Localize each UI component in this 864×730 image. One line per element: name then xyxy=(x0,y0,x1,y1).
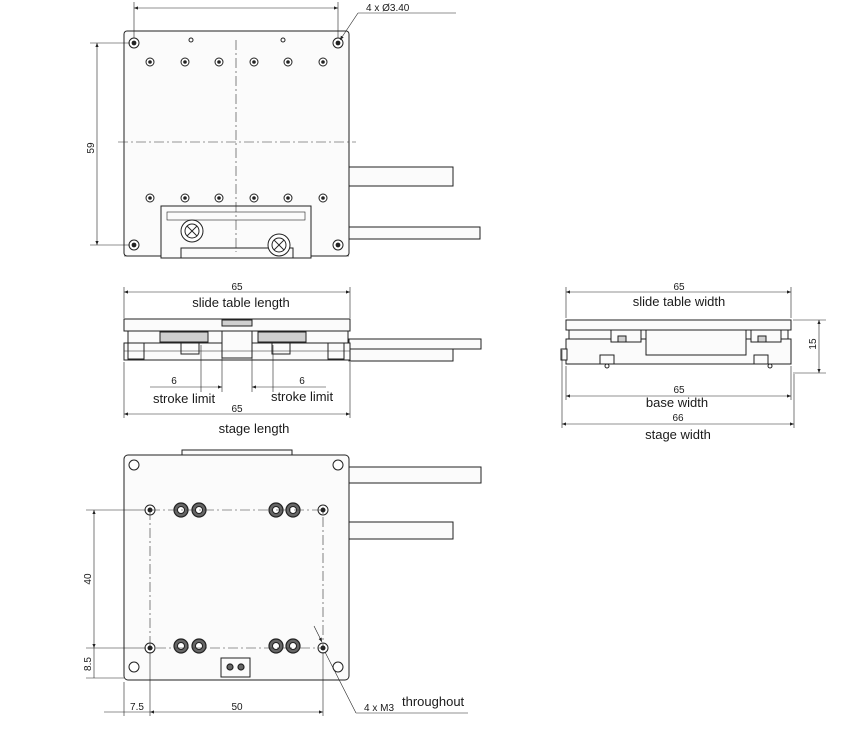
bottom-horizontal-dim: 50 xyxy=(231,702,243,713)
hole-callout: 4 x Ø3.40 xyxy=(366,3,410,14)
m3-hole xyxy=(317,504,329,516)
stroke-left-label: stroke limit xyxy=(153,391,216,406)
bottom-corner-hole xyxy=(332,661,344,673)
top-corner-hole xyxy=(128,37,140,49)
stroke-right-label: stroke limit xyxy=(271,389,334,404)
bottom-corner-hole xyxy=(128,459,140,471)
top-threaded-holes-lower xyxy=(145,193,328,203)
screw-head-icon xyxy=(268,638,284,654)
stage-width-dim: 66 xyxy=(672,413,684,424)
screw-head-icon xyxy=(191,638,207,654)
bottom-offset-dim: 8.5 xyxy=(83,657,94,671)
thread-callout: 4 x M3 xyxy=(364,703,394,714)
stroke-left-dim: 6 xyxy=(171,376,177,387)
top-corner-hole xyxy=(332,37,344,49)
slide-length-label: slide table length xyxy=(192,295,290,310)
screw-head-icon xyxy=(173,638,189,654)
top-threaded-holes-upper xyxy=(145,57,328,67)
top-rod-upper xyxy=(348,166,454,187)
stage-width-label: stage width xyxy=(645,427,711,442)
slide-width-dim: 65 xyxy=(673,282,685,293)
side-slide-table xyxy=(565,319,792,331)
bottom-corner-hole xyxy=(128,661,140,673)
slide-width-label: slide table width xyxy=(633,294,726,309)
stage-length-label: stage length xyxy=(219,421,290,436)
base-width-label: base width xyxy=(646,395,708,410)
bottom-view: 40 8.5 7.5 50 4 x M3 throughout xyxy=(83,449,482,716)
base-width-dim: 65 xyxy=(673,385,685,396)
lock-screw-icon xyxy=(267,233,291,257)
top-corner-hole xyxy=(332,239,344,251)
top-height-dim: 59 xyxy=(86,142,97,154)
bottom-plate xyxy=(123,454,350,681)
slide-length-dim: 65 xyxy=(231,282,243,293)
side-view: 65 slide table width 15 65 base width 66… xyxy=(560,282,826,442)
bottom-left-offset-dim: 7.5 xyxy=(130,702,144,713)
thread-note: throughout xyxy=(402,694,465,709)
bottom-corner-hole xyxy=(332,459,344,471)
bottom-vertical-dim: 40 xyxy=(83,573,94,585)
front-view: 65 slide table length 6 stroke limit 6 s… xyxy=(123,282,482,436)
lock-screw-icon xyxy=(180,219,204,243)
top-corner-hole xyxy=(128,239,140,251)
top-view: 4 x Ø3.40 59 xyxy=(86,2,481,259)
side-height-dim: 15 xyxy=(808,338,819,350)
screw-head-icon xyxy=(285,638,301,654)
top-rod-lower xyxy=(348,226,481,240)
stage-length-dim: 65 xyxy=(231,404,243,415)
stroke-right-dim: 6 xyxy=(299,376,305,387)
